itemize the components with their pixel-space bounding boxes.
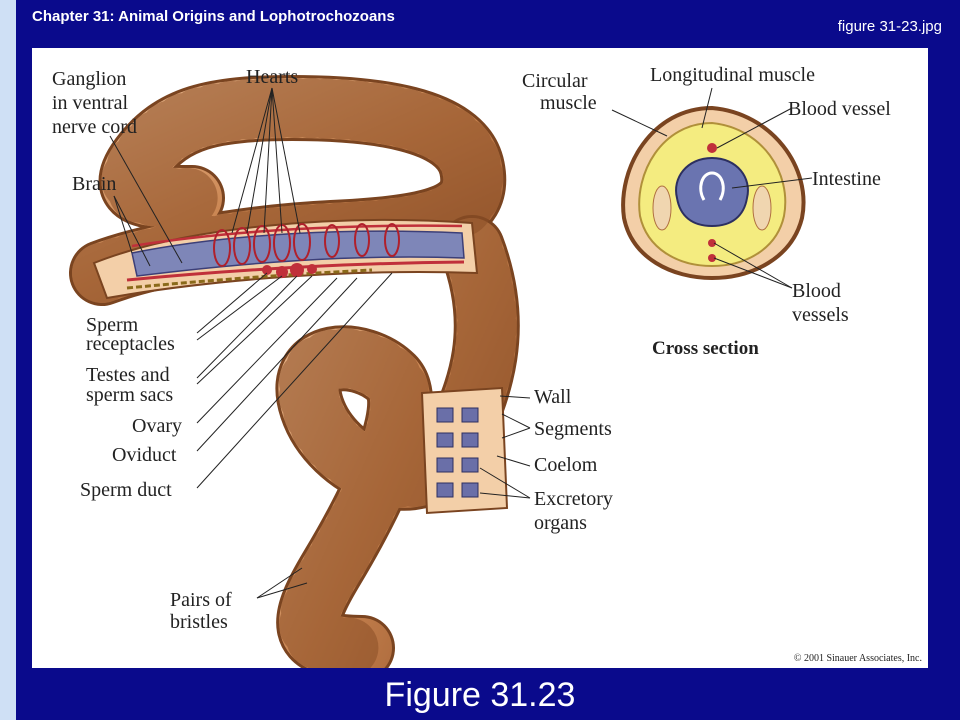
label-blood-vessel: Blood vessel xyxy=(788,98,891,120)
dissected-section xyxy=(92,218,479,300)
label-longitudinal-muscle: Longitudinal muscle xyxy=(650,64,815,86)
label-testes-line2: sperm sacs xyxy=(86,384,174,406)
label-excretory-line1: Excretory xyxy=(534,488,613,510)
label-sperm-receptacles-line1: Sperm xyxy=(86,314,139,336)
label-hearts: Hearts xyxy=(246,66,299,88)
label-ganglion-line2: in ventral xyxy=(52,92,129,114)
segment-cutaway xyxy=(420,386,509,515)
file-name: figure 31-23.jpg xyxy=(837,18,942,35)
label-blood-vessels-line1: Blood xyxy=(792,280,841,302)
label-leader-lines xyxy=(109,87,813,599)
earthworm-illustration xyxy=(69,75,813,668)
label-sperm-receptacles-line2: receptacles xyxy=(86,333,175,355)
label-sperm-duct: Sperm duct xyxy=(80,479,172,501)
figure-title: Figure 31.23 xyxy=(384,676,576,714)
label-ganglion-line1: Ganglion xyxy=(52,68,127,90)
label-bristles-line1: Pairs of xyxy=(170,589,232,611)
label-brain: Brain xyxy=(72,173,117,195)
figure-panel: Ganglion in ventral nerve cord Hearts Br… xyxy=(32,48,928,668)
label-circular-muscle-line1: Circular xyxy=(522,70,588,92)
label-wall: Wall xyxy=(534,386,572,408)
label-coelom: Coelom xyxy=(534,454,598,476)
cross-section-diagram xyxy=(621,105,806,281)
copyright-notice: © 2001 Sinauer Associates, Inc. xyxy=(793,653,922,664)
label-intestine: Intestine xyxy=(812,168,881,190)
label-oviduct: Oviduct xyxy=(112,444,177,466)
label-testes-line1: Testes and xyxy=(86,364,170,386)
label-ganglion-line3: nerve cord xyxy=(52,116,137,138)
left-accent-stripe xyxy=(0,0,16,720)
label-bristles-line2: bristles xyxy=(170,611,228,633)
label-segments: Segments xyxy=(534,418,612,440)
label-excretory-line2: organs xyxy=(534,512,587,534)
chapter-title: Chapter 31: Animal Origins and Lophotroc… xyxy=(32,8,395,25)
label-circular-muscle-line2: muscle xyxy=(540,92,597,114)
label-ovary: Ovary xyxy=(132,415,182,437)
label-cross-section-caption: Cross section xyxy=(652,338,759,359)
label-blood-vessels-line2: vessels xyxy=(792,304,849,326)
